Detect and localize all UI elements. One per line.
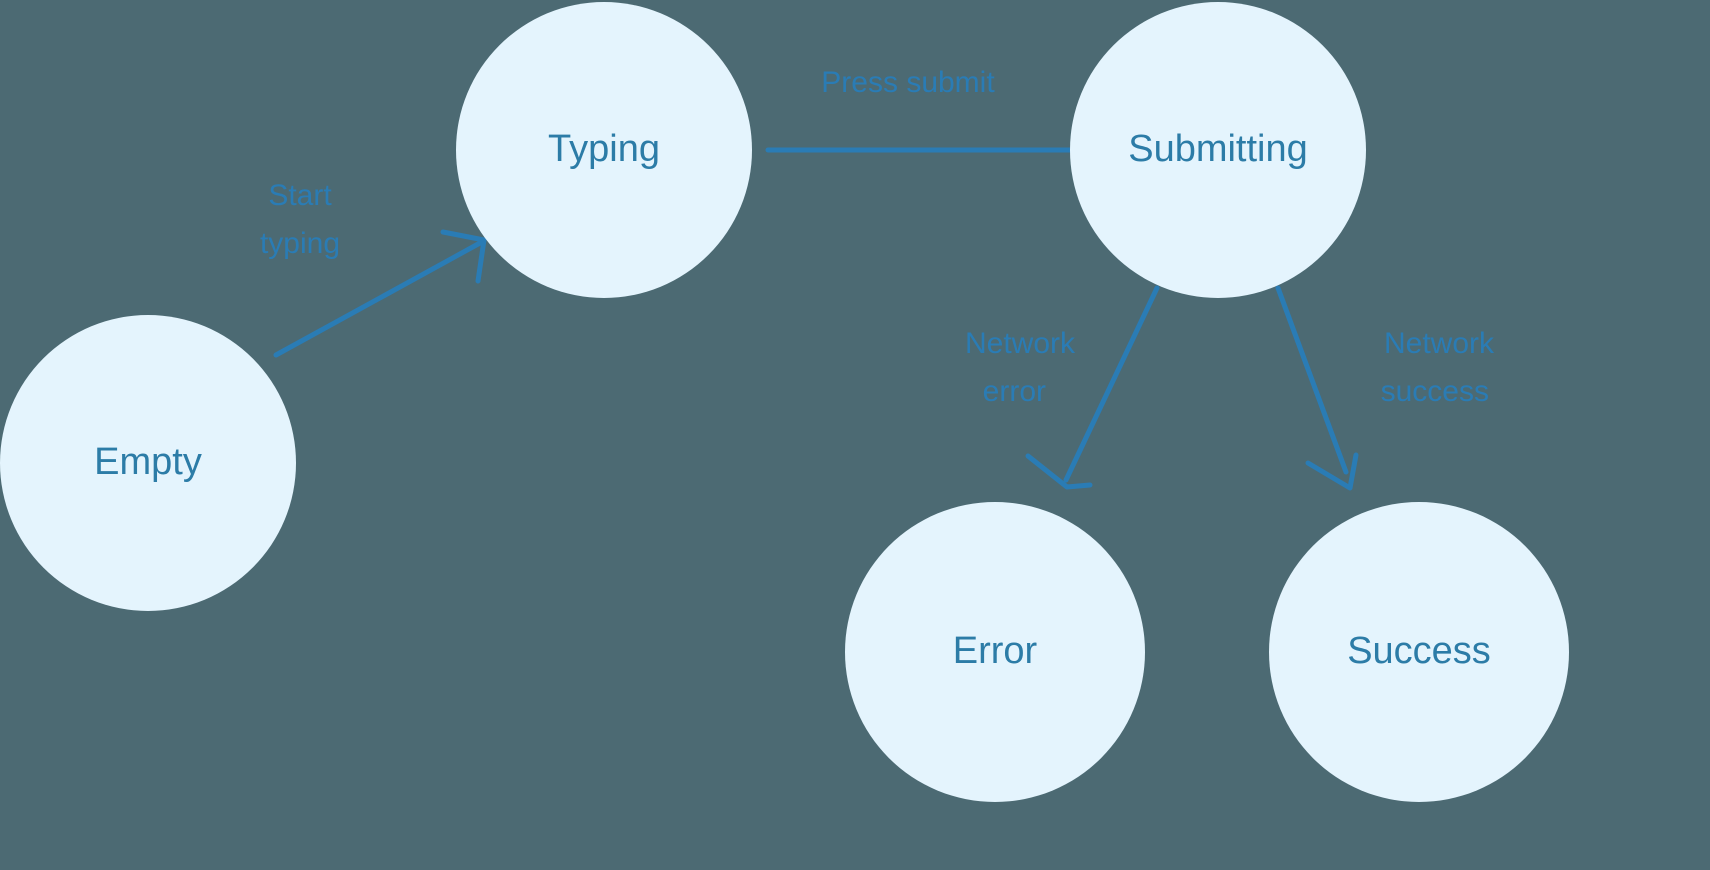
edge-line-submitting-success [1275,285,1349,475]
edge-label-network-error: Network error [965,327,1076,408]
edge-line-empty-typing [273,240,483,358]
node-success-circle [1269,502,1569,802]
edge-label-press-submit: Press submit [821,66,995,99]
arrowhead-submitting-success [1305,452,1359,491]
node-submitting-label: Submitting [1128,128,1308,170]
edge-label-network-success-line1: Network [1384,327,1495,360]
node-empty[interactable]: Empty [0,315,296,611]
node-success[interactable]: Success [1269,502,1569,802]
node-typing-label: Typing [548,128,660,170]
node-empty-label: Empty [94,441,202,483]
edge-label-network-success-line2: success [1381,375,1489,408]
edge-label-network-success: Network success [1381,327,1495,408]
edge-label-start-typing: Start typing [260,179,340,260]
node-error-label: Error [953,630,1038,672]
edge-label-press-submit-line1: Press submit [821,66,995,99]
node-typing[interactable]: Typing [456,2,752,298]
node-submitting-circle [1070,2,1366,298]
node-submitting[interactable]: Submitting [1070,2,1366,298]
edge-empty-to-typing[interactable] [273,229,487,358]
edge-line-submitting-error [1063,285,1160,483]
node-typing-circle [456,2,752,298]
edge-submitting-to-error[interactable] [1025,285,1160,490]
node-error[interactable]: Error [845,502,1145,802]
arrowhead-empty-typing [440,229,487,284]
edge-submitting-to-success[interactable] [1275,285,1359,491]
edge-label-start-typing-line1: Start [268,179,332,212]
node-success-label: Success [1347,630,1491,672]
arrowhead-submitting-error [1025,453,1093,490]
edge-label-network-error-line1: Network [965,327,1076,360]
edge-label-network-error-line2: error [983,375,1046,408]
edge-label-start-typing-line2: typing [260,227,340,260]
node-error-circle [845,502,1145,802]
node-empty-circle [0,315,296,611]
